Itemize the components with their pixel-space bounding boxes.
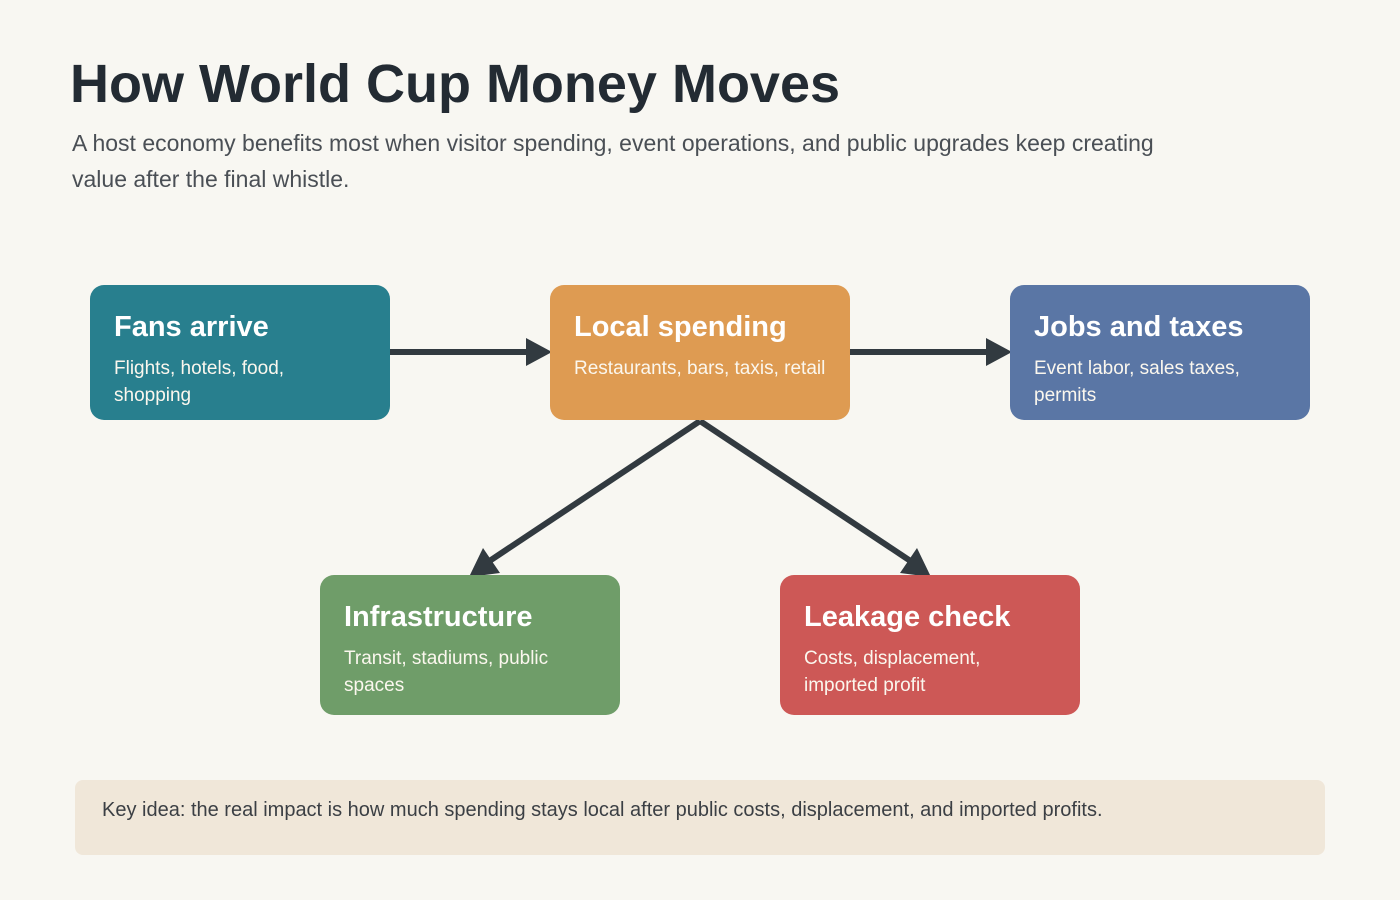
node-description: Restaurants, bars, taxis, retail	[574, 358, 826, 379]
node-title: Leakage check	[804, 601, 1011, 633]
node-description: Event labor, sales taxes, permits	[1034, 358, 1240, 406]
page-subtitle: A host economy benefits most when visito…	[72, 130, 1154, 192]
key-idea-note: Key idea: the real impact is how much sp…	[75, 780, 1325, 855]
node-title: Local spending	[574, 311, 787, 343]
arrow-local-to-jobs	[850, 338, 1012, 366]
node-description: Costs, displacement, imported profit	[804, 648, 981, 696]
node-title: Infrastructure	[344, 601, 533, 633]
page-title: How World Cup Money Moves	[70, 54, 841, 114]
arrow-local-to-infrastructure	[469, 418, 702, 577]
node-description: Flights, hotels, food, shopping	[114, 358, 285, 406]
node-description: Transit, stadiums, public spaces	[344, 648, 549, 696]
arrow-local-to-leakage	[698, 418, 931, 577]
node-leakage-check: Leakage check Costs, displacement, impor…	[780, 575, 1080, 715]
node-title: Fans arrive	[114, 311, 269, 343]
node-local-spending: Local spending Restaurants, bars, taxis,…	[550, 285, 850, 420]
node-title: Jobs and taxes	[1034, 311, 1244, 343]
arrow-fans-to-local	[390, 338, 552, 366]
node-infrastructure: Infrastructure Transit, stadiums, public…	[320, 575, 620, 715]
node-fans-arrive: Fans arrive Flights, hotels, food, shopp…	[90, 285, 390, 420]
node-jobs-and-taxes: Jobs and taxes Event labor, sales taxes,…	[1010, 285, 1310, 420]
